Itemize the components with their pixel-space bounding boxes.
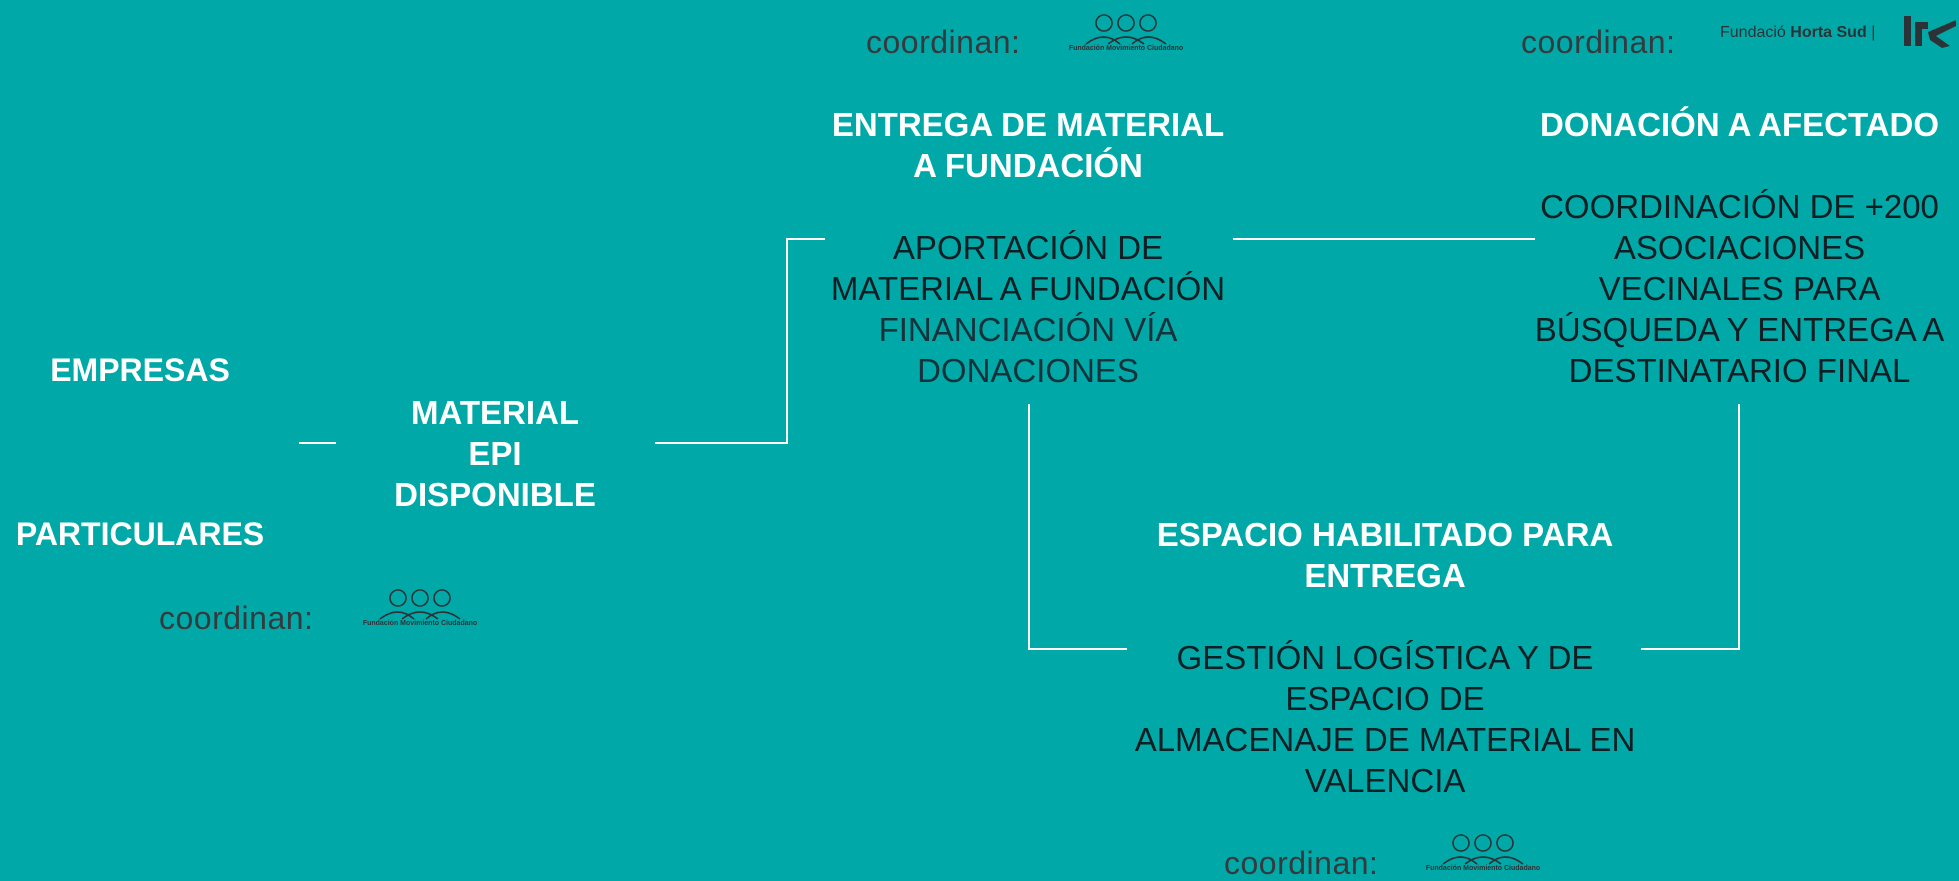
- space-body-4: VALENCIA: [1304, 762, 1466, 799]
- delivery-title-2: A FUNDACIÓN: [913, 147, 1143, 184]
- space-body-1: GESTIÓN LOGÍSTICA Y DE: [1176, 639, 1594, 676]
- space-body-3: ALMACENAJE DE MATERIAL EN: [1134, 721, 1636, 758]
- delivery-body-2: MATERIAL A FUNDACIÓN: [830, 270, 1226, 307]
- material-epi-node: MATERIAL EPI DISPONIBLE: [370, 392, 620, 515]
- donation-body-1: COORDINACIÓN DE +200: [1540, 188, 1939, 225]
- delivery-node: ENTREGA DE MATERIAL A FUNDACIÓN APORTACI…: [808, 104, 1248, 391]
- coordinators-label-material: coordinan:: [159, 600, 314, 636]
- coordinators-label-space: coordinan:: [1224, 845, 1379, 881]
- horta-sud-logo: Fundació Horta Sud |: [1720, 22, 1875, 44]
- space-body-2: ESPACIO DE: [1285, 680, 1485, 717]
- people-circles-icon: [379, 589, 461, 620]
- delivery-title-1: ENTREGA DE MATERIAL: [831, 106, 1225, 143]
- donation-node: DONACIÓN A AFECTADO COORDINACIÓN DE +200…: [1520, 104, 1959, 391]
- fmc-logo-space: Fundación Movimiento Ciudadano: [1413, 830, 1553, 880]
- horta-sud-separator: |: [1871, 24, 1876, 41]
- fmc-logo-delivery: Fundación Movimiento Ciudadano: [1056, 10, 1196, 60]
- space-title-2: ENTREGA: [1304, 557, 1466, 594]
- delivery-body-3: FINANCIACIÓN VÍA: [878, 311, 1178, 348]
- delivery-body-1: APORTACIÓN DE: [892, 229, 1164, 266]
- coordinators-label-delivery: coordinan:: [866, 24, 1021, 60]
- material-line-1: MATERIAL: [410, 394, 580, 431]
- source-companies: EMPRESAS: [50, 352, 230, 388]
- fmc-logo-material: Fundación Movimiento Ciudadano: [350, 585, 490, 635]
- donation-title: DONACIÓN A AFECTADO: [1539, 106, 1940, 143]
- material-line-2: EPI: [468, 435, 522, 472]
- delivery-body-4: DONACIONES: [917, 352, 1139, 389]
- donation-body-3: VECINALES PARA: [1598, 270, 1881, 307]
- fmc-caption: Fundación Movimiento Ciudadano: [1068, 45, 1184, 52]
- horta-sud-name: Horta Sud: [1790, 24, 1867, 41]
- coordinators-label-donation: coordinan:: [1521, 24, 1676, 60]
- donation-body-4: BÚSQUEDA Y ENTREGA A: [1534, 311, 1945, 348]
- people-circles-icon: [1442, 834, 1524, 865]
- space-node: ESPACIO HABILITADO PARA ENTREGA GESTIÓN …: [1110, 514, 1660, 801]
- horta-sud-mark-icon: [1904, 16, 1956, 48]
- donation-body-2: ASOCIACIONES: [1613, 229, 1866, 266]
- material-line-3: DISPONIBLE: [394, 476, 596, 513]
- people-circles-icon: [1085, 14, 1167, 45]
- fmc-caption: Fundación Movimiento Ciudadano: [1425, 865, 1541, 872]
- horta-sud-prefix: Fundació: [1720, 24, 1786, 41]
- donation-body-5: DESTINATARIO FINAL: [1568, 352, 1911, 389]
- space-title-1: ESPACIO HABILITADO PARA: [1156, 516, 1614, 553]
- source-individuals: PARTICULARES: [15, 516, 265, 552]
- connector-material-to-delivery: [655, 238, 825, 444]
- fmc-caption: Fundación Movimiento Ciudadano: [362, 620, 478, 627]
